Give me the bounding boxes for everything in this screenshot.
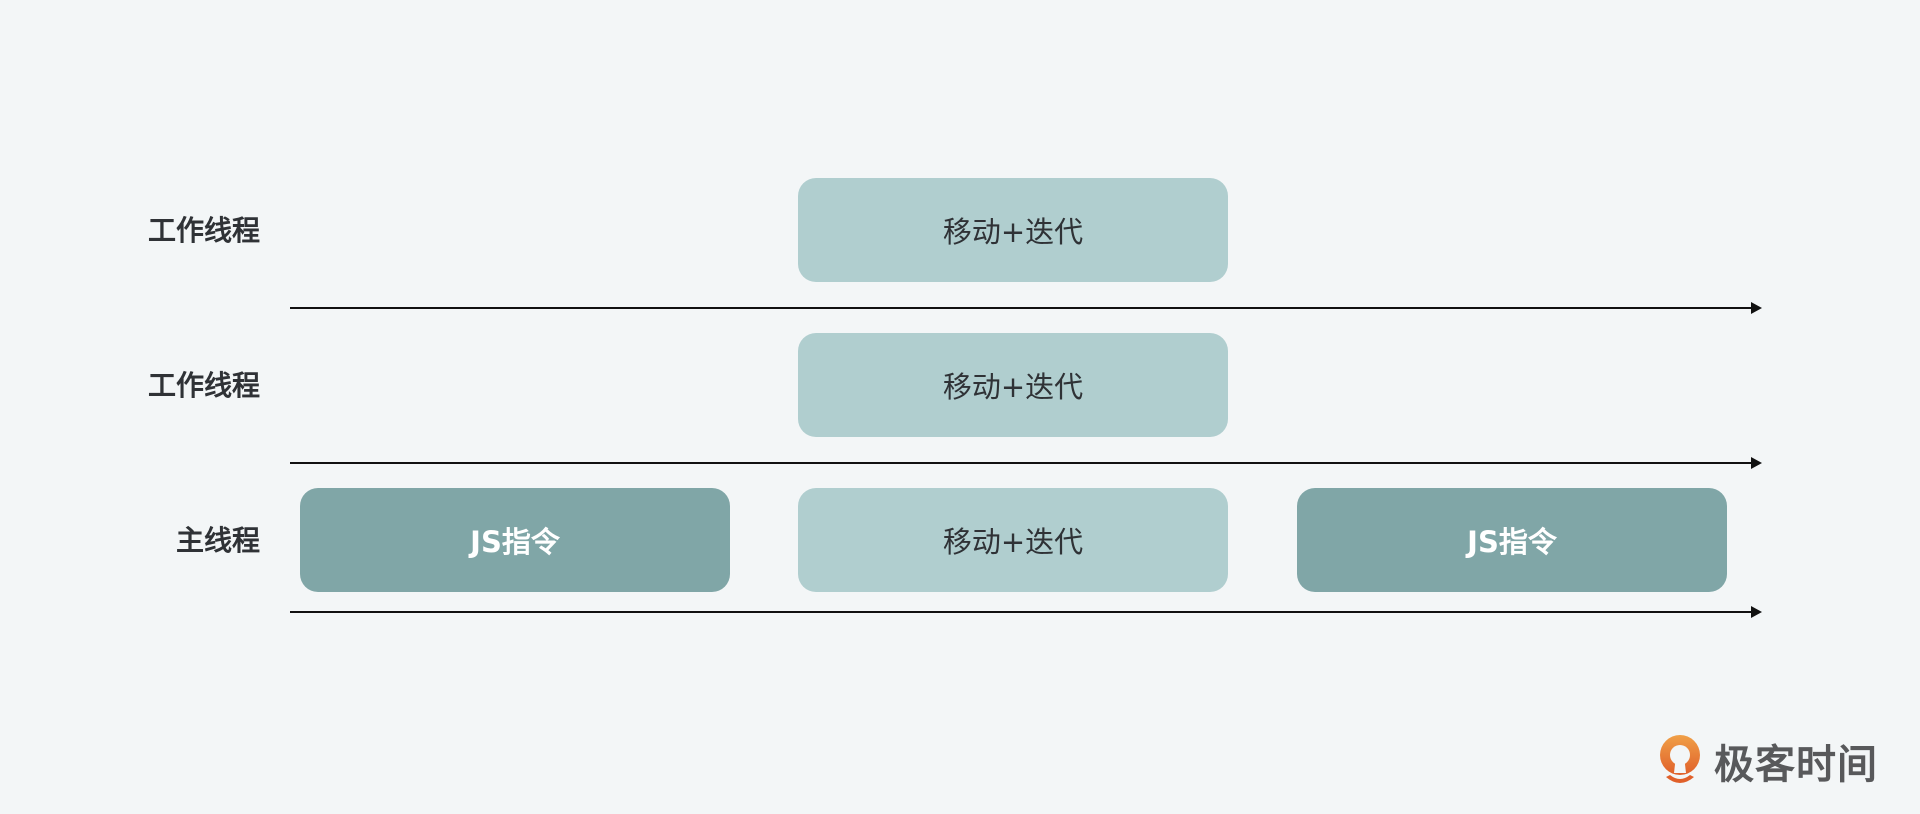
task-js-instruction-2: JS指令: [1297, 488, 1727, 592]
task-js-instruction-1: JS指令: [300, 488, 730, 592]
task-label: 移动+迭代: [942, 215, 1084, 249]
lane-label-worker-1: 工作线程: [147, 214, 260, 247]
brand-name: 极客时间: [1714, 742, 1878, 788]
lane-label-main: 主线程: [175, 524, 260, 557]
task-label: 移动+迭代: [942, 370, 1084, 404]
timeline-arrow-worker-1: [290, 302, 1762, 314]
timeline-arrow-main: [290, 606, 1762, 618]
brand-logo: 极客时间: [1656, 732, 1878, 790]
timeline-arrow-worker-2: [290, 457, 1762, 469]
task-move-iterate-main: 移动+迭代: [798, 488, 1228, 592]
task-label: 移动+迭代: [942, 525, 1084, 559]
task-move-iterate-worker-2: 移动+迭代: [798, 333, 1228, 437]
geektime-logo-icon: [1660, 735, 1700, 783]
lane-label-worker-2: 工作线程: [147, 369, 260, 402]
task-label: JS指令: [1467, 525, 1557, 559]
task-move-iterate-worker-1: 移动+迭代: [798, 178, 1228, 282]
task-label: JS指令: [470, 525, 560, 559]
